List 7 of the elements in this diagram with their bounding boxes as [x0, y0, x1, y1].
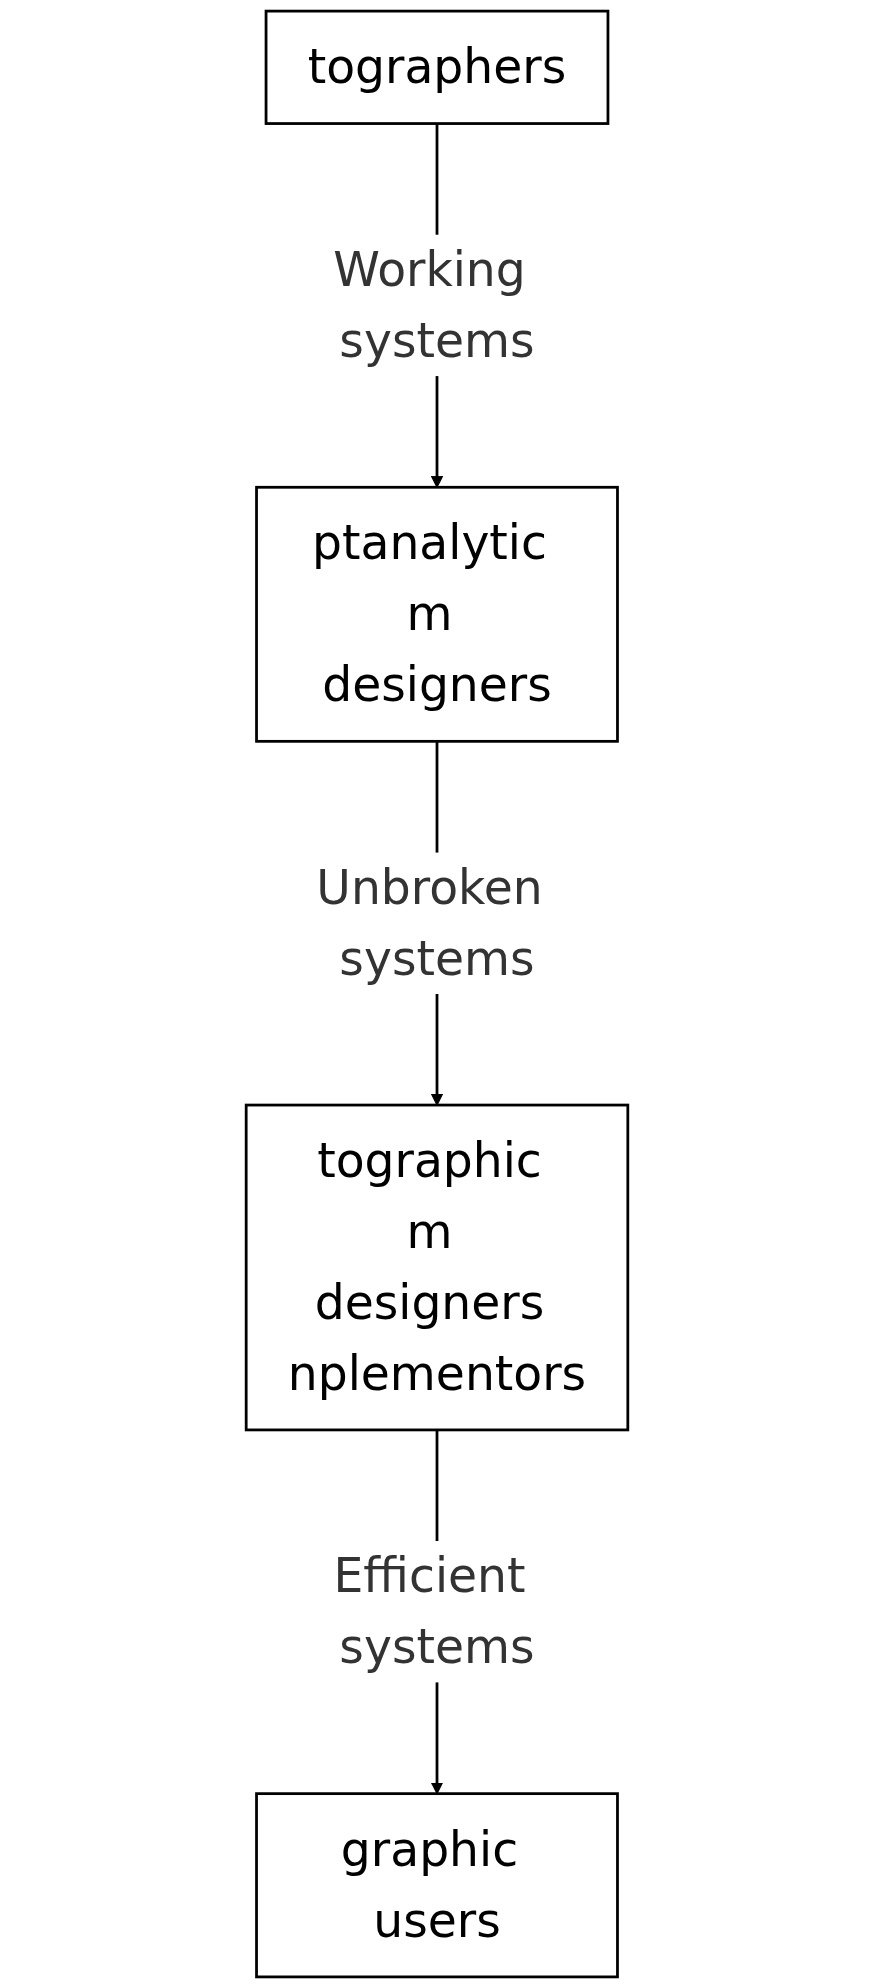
node-box: tographic m designers nplementors [244, 1103, 630, 1432]
edge-label: Efficient systems [333, 1547, 535, 1675]
edge-label: Unbroken systems [316, 859, 543, 986]
node-box: tographers [264, 9, 610, 125]
node-box: graphic users [255, 1792, 619, 1979]
edge-label: Working systems [333, 241, 535, 368]
node-box: ptanalytic m designers [255, 485, 619, 743]
